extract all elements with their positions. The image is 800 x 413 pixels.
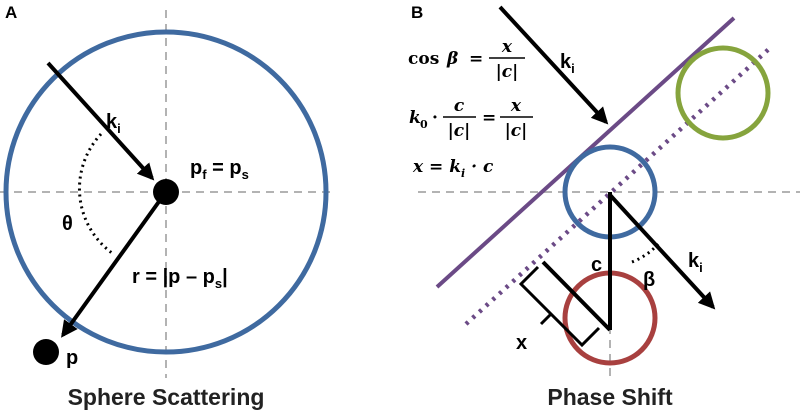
svg-text:·: · — [432, 108, 438, 128]
scattering-sphere — [3, 29, 329, 355]
label-ki-a: ki — [106, 111, 121, 136]
panel-b: B ki ki c β x cos β = x — [408, 3, 800, 410]
equation-k0-c: k 0 · c |c| = x |c| — [409, 96, 533, 141]
svg-text:=: = — [482, 108, 496, 128]
label-x: x — [516, 332, 527, 354]
svg-text:=: = — [469, 49, 483, 69]
svg-text:x: x — [501, 37, 513, 57]
panel-b-caption: Phase Shift — [547, 384, 673, 410]
incident-wave-arrow — [46, 61, 155, 181]
svg-text:c: c — [454, 96, 465, 116]
x-bracket-tick — [539, 312, 553, 326]
path-difference-segment — [541, 260, 612, 332]
panel-b-letter: B — [411, 3, 423, 22]
panel-a: A ki θ pf = ps r = |p – ps| p Sphere Sca… — [0, 3, 330, 410]
observation-point — [33, 339, 59, 365]
label-pf-equals-ps: pf = ps — [190, 157, 249, 182]
svg-text:|c|: |c| — [505, 121, 528, 141]
svg-text:0: 0 — [420, 118, 428, 131]
label-theta: θ — [62, 213, 73, 235]
svg-text:x: x — [510, 96, 522, 116]
label-c: c — [591, 254, 602, 276]
svg-text:k: k — [409, 108, 421, 128]
panel-a-letter: A — [5, 3, 17, 22]
equation-x-ki-c: x = ki · c — [412, 157, 494, 180]
svg-text:cos: cos — [408, 49, 439, 69]
label-ki-right: ki — [688, 250, 703, 275]
beta-arc — [631, 241, 662, 264]
panel-a-caption: Sphere Scattering — [68, 384, 265, 410]
sphere-green — [675, 45, 771, 141]
scatter-vector-arrow — [61, 194, 165, 338]
equation-cos-beta: cos β = x |c| — [408, 37, 525, 82]
svg-text:|c|: |c| — [496, 62, 519, 82]
svg-text:β: β — [446, 49, 458, 69]
label-ki-top: ki — [560, 51, 575, 76]
label-r-distance: r = |p – ps| — [132, 266, 228, 291]
wavefront-dotted — [464, 46, 772, 326]
incident-wave-arrow-b — [498, 5, 609, 125]
label-p: p — [66, 347, 78, 369]
theta-arc — [78, 132, 113, 255]
label-beta: β — [643, 269, 655, 291]
outgoing-wave-arrow — [608, 193, 716, 310]
svg-text:|c|: |c| — [448, 121, 471, 141]
scatterer-point — [153, 179, 179, 205]
